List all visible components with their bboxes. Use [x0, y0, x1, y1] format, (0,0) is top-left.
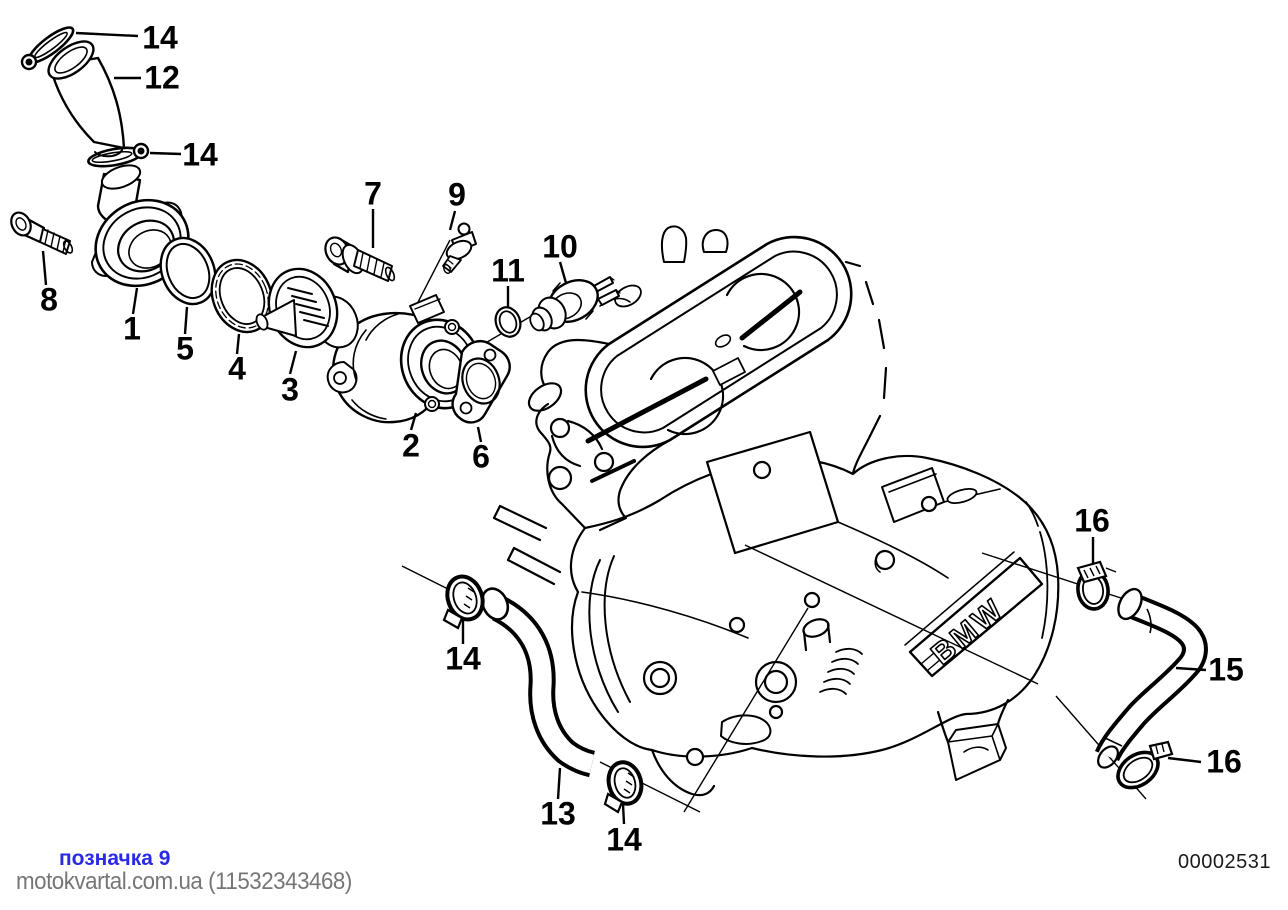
part-callout-1: 1 — [123, 310, 141, 347]
part-callout-14: 14 — [445, 640, 481, 677]
part-callout-7: 7 — [364, 175, 382, 212]
part-callout-16: 16 — [1206, 743, 1242, 780]
hose-clamp-14-second — [87, 142, 150, 168]
part-callout-16: 16 — [1074, 502, 1110, 539]
part-7-bolt — [324, 236, 396, 282]
exploded-parts — [10, 40, 621, 424]
part-callout-14: 14 — [142, 19, 178, 56]
hose-clamp-16-lower — [1116, 740, 1174, 790]
part-callout-2: 2 — [402, 427, 420, 464]
part-5-o-ring — [159, 236, 217, 306]
part-6-gasket — [451, 340, 511, 424]
callout-leader-lines — [41, 31, 1207, 825]
hose-clamp-14-hose13-lower — [603, 760, 644, 814]
watermark-text: motokvartal.com.ua (11532343468) — [16, 868, 352, 895]
hose-15 — [1095, 587, 1208, 769]
part-callout-10: 10 — [542, 228, 578, 265]
hose-clamp-14-hose13-upper — [442, 574, 485, 630]
part-1-thermostat-cover — [91, 164, 190, 288]
part-callout-6: 6 — [472, 438, 490, 475]
hose-13 — [480, 587, 596, 778]
note-link[interactable]: позначка 9 — [59, 847, 171, 870]
part-callout-5: 5 — [176, 330, 194, 367]
engine-illustration: BMW — [492, 225, 1060, 797]
part-callout-11: 11 — [491, 252, 525, 289]
part-callout-12: 12 — [144, 59, 180, 96]
part-4-sealing-ring — [210, 258, 274, 334]
part-callout-15: 15 — [1208, 651, 1244, 688]
part-callout-4: 4 — [228, 350, 246, 387]
part-callout-9: 9 — [448, 176, 466, 213]
part-11-o-ring-small — [494, 306, 522, 338]
part-callout-14: 14 — [606, 821, 642, 858]
hose-clamp-14-top — [20, 26, 75, 71]
part-10-temperature-switch — [529, 276, 621, 332]
part-callout-3: 3 — [281, 371, 299, 408]
part-callout-13: 13 — [540, 795, 576, 832]
part-callout-8: 8 — [40, 281, 58, 318]
part-8-bolt — [10, 211, 74, 255]
part-12-water-hose — [47, 40, 126, 158]
part-callout-14: 14 — [182, 136, 218, 173]
part-3-thermostat — [255, 267, 359, 349]
hose-clamp-16-upper — [1076, 560, 1117, 611]
document-number: 00002531 — [1178, 851, 1271, 873]
part-9-temperature-sensor — [442, 222, 477, 274]
